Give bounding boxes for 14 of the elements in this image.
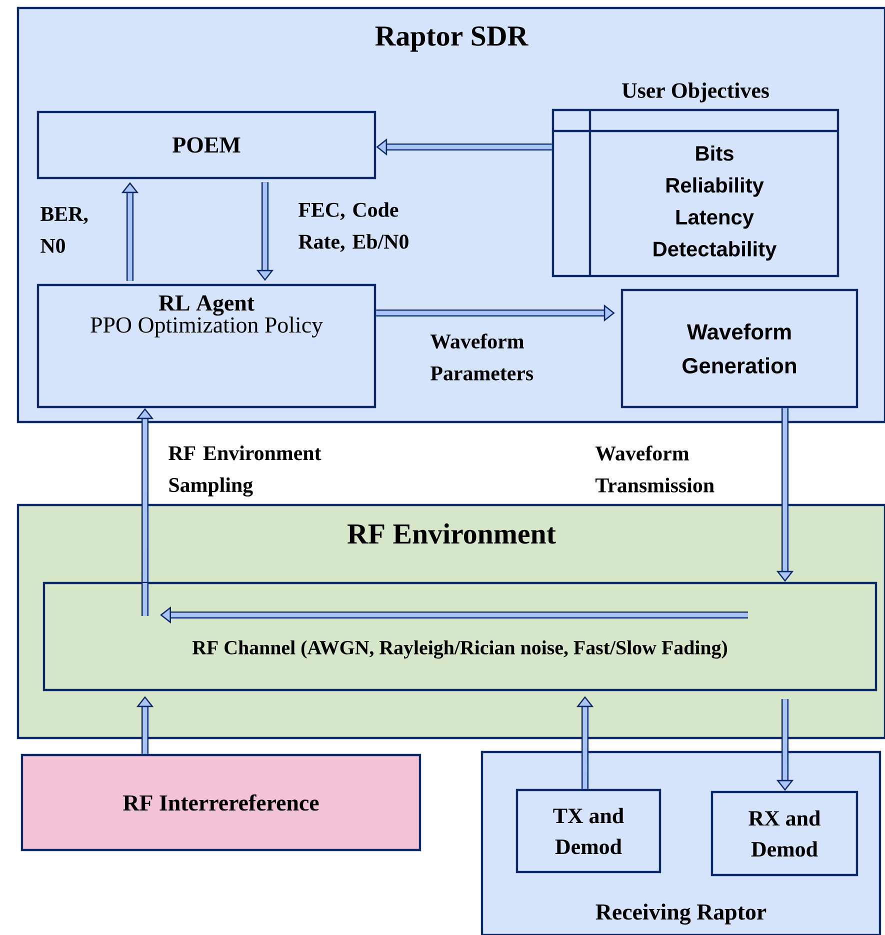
node-label: User Objectives [622, 82, 769, 102]
edge-label: Waveform Transmission [596, 446, 714, 492]
process-box: POEM [36, 110, 376, 180]
channel-box: RF Channel (AWGN, Rayleigh/Rician noise, Fast/Slow Fading) [42, 582, 878, 692]
process-box: Waveform Generation [620, 288, 858, 408]
edge-label: RF Environment Sampling [168, 446, 322, 497]
process-box: RX and Demod [710, 790, 858, 876]
edge-label: BER, N0 [40, 207, 88, 253]
edge-label: Waveform Parameters [430, 334, 534, 380]
edge-label: FEC, Code Rate, Eb/N0 [298, 202, 408, 252]
process-box: TX and Demod [516, 788, 662, 874]
process-box: RL Agent PPO Optimization Policy [36, 284, 376, 408]
objectives-table: User Objectives Bits Reliability Latency Detectability [552, 82, 840, 278]
process-box: RF Interrereference [20, 754, 422, 852]
